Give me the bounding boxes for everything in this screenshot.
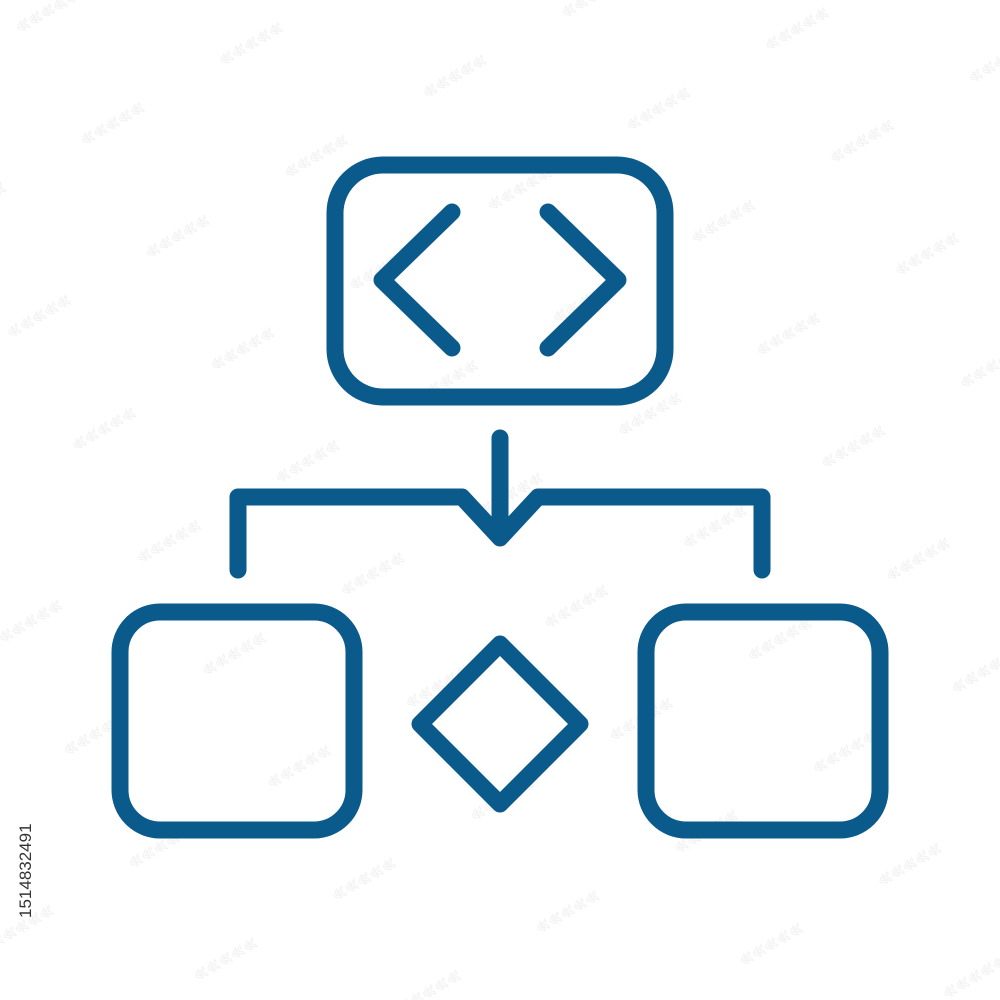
right-node <box>637 603 889 839</box>
code-node <box>326 156 674 406</box>
left-node <box>111 603 363 839</box>
code-bracket-left-icon <box>373 203 461 357</box>
branch-connector <box>229 488 771 579</box>
code-bracket-right-icon <box>539 203 627 357</box>
decision-diamond <box>411 635 589 813</box>
